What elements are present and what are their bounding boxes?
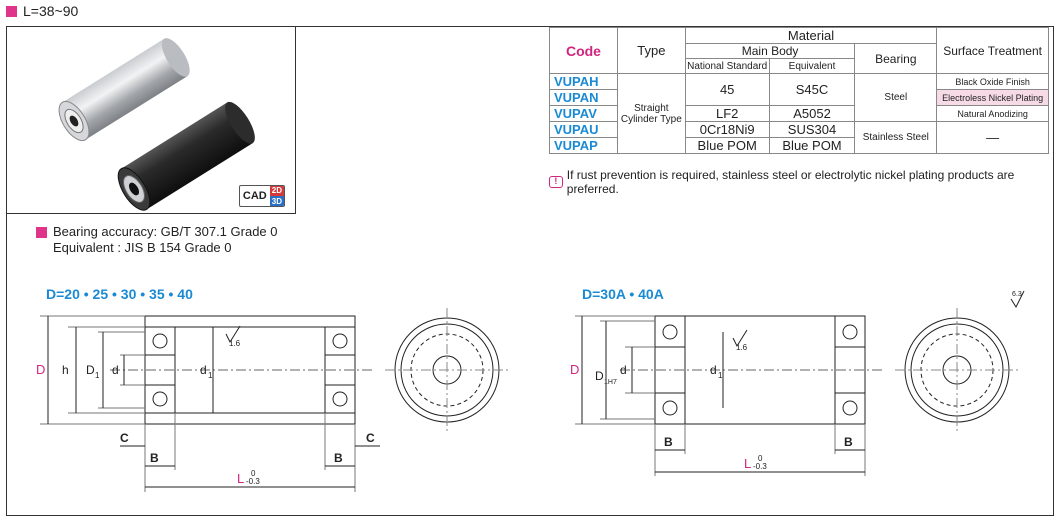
- dim-d1-label: d: [200, 363, 207, 377]
- rust-note-text: If rust prevention is required, stainles…: [566, 168, 1015, 196]
- type-header: Type: [616, 27, 686, 74]
- dim-D-label: D: [36, 362, 45, 377]
- dim-D-label: D: [570, 362, 579, 377]
- dim-L-label: L: [237, 471, 244, 486]
- bearing-ball-icon: [152, 391, 168, 407]
- dim-D1-sub: 1H7: [604, 379, 617, 386]
- product-photo: CAD 2D 3D: [6, 26, 296, 214]
- dim-D1-label: D: [86, 363, 95, 377]
- cad-badge[interactable]: CAD 2D 3D: [238, 185, 285, 207]
- cad-label: CAD: [242, 190, 267, 202]
- tol-upper: 0: [758, 454, 763, 463]
- rust-prevention-note: ! If rust prevention is required, stainl…: [549, 168, 1060, 196]
- bearing-cell: Stainless Steel: [854, 121, 938, 154]
- dim-C-left-label: C: [120, 431, 129, 445]
- dim-B-right-label: B: [844, 435, 853, 449]
- bearing-accuracy-note: Bearing accuracy: GB/T 307.1 Grade 0 Equ…: [36, 224, 278, 256]
- left-technical-drawing: D h D 1 d d 1 1.6 C C B B L 0 -0.3: [36, 308, 509, 492]
- warning-icon: !: [549, 176, 563, 188]
- right-drawing-title: D=30A • 40A: [582, 286, 664, 302]
- surface-roughness-label: 6.3: [1012, 291, 1022, 298]
- dim-C-right-label: C: [366, 431, 375, 445]
- roughness-label: 1.6: [229, 339, 241, 348]
- code-cell[interactable]: VUPAH: [549, 73, 618, 90]
- tol-lower: -0.3: [753, 462, 767, 471]
- material-header: Material: [684, 27, 938, 44]
- bearing-ball-icon: [842, 324, 858, 340]
- bearing-accuracy-line2: Equivalent : JIS B 154 Grade 0: [53, 240, 232, 255]
- cad-2d-label: 2D: [269, 186, 284, 196]
- right-technical-drawing: D D 1H7 d d 1 1.6 6.3 B B L 0 -0.3: [570, 290, 1025, 476]
- equivalent-cell: SUS304: [768, 121, 856, 138]
- dim-d1-label: d: [710, 363, 717, 377]
- bearing-ball-icon: [662, 324, 678, 340]
- bearing-ball-icon: [152, 333, 168, 349]
- code-header: Code: [549, 27, 618, 74]
- bearing-ball-icon: [332, 391, 348, 407]
- dim-B-left-label: B: [664, 435, 673, 449]
- code-cell[interactable]: VUPAU: [549, 121, 618, 138]
- surface-header: Surface Treatment: [936, 27, 1049, 74]
- dim-B-right-label: B: [334, 451, 343, 465]
- equivalent-cell: Blue POM: [768, 137, 856, 154]
- material-spec-table: Code Type Material Surface Treatment Mai…: [549, 27, 1049, 154]
- type-line1: Straight: [634, 102, 669, 114]
- length-range-label: L=38~90: [6, 3, 78, 19]
- type-cell: Straight Cylinder Type: [616, 73, 686, 154]
- surface-roughness-icon: [1010, 290, 1025, 309]
- bearing-ball-icon: [662, 400, 678, 416]
- content-frame: [6, 26, 1054, 516]
- bearing-accuracy-line1: Bearing accuracy: GB/T 307.1 Grade 0: [53, 224, 278, 239]
- note-marker-icon: [36, 226, 47, 238]
- bearing-ball-icon: [842, 400, 858, 416]
- right-body-outline: [654, 315, 866, 425]
- surface-cell: —: [936, 121, 1049, 154]
- tol-lower: -0.3: [246, 477, 260, 486]
- dim-D1-sub: 1: [95, 371, 100, 380]
- product-render-image: [58, 38, 255, 211]
- dim-d-label: d: [112, 363, 119, 377]
- type-line2: Cylinder Type: [620, 113, 682, 125]
- roughness-label: 1.6: [736, 343, 748, 352]
- tol-upper: 0: [251, 469, 256, 478]
- bearing-ball-icon: [332, 333, 348, 349]
- left-drawing-title: D=20 • 25 • 30 • 35 • 40: [46, 286, 193, 302]
- code-cell[interactable]: VUPAP: [549, 137, 618, 154]
- dim-h-label: h: [62, 363, 69, 377]
- dim-d1-sub: 1: [208, 371, 213, 380]
- bearing-header: Bearing: [854, 43, 938, 74]
- national-cell: Blue POM: [684, 137, 770, 154]
- dim-d1-sub: 1: [718, 371, 723, 380]
- surface-cell: Electroless Nickel Plating: [936, 89, 1049, 106]
- dim-L-label: L: [744, 456, 751, 471]
- dim-B-left-label: B: [150, 451, 159, 465]
- length-range-text: L=38~90: [23, 3, 79, 19]
- dim-D1-label: D: [595, 369, 604, 383]
- dim-d-label: d: [620, 363, 627, 377]
- cad-3d-label: 3D: [269, 196, 284, 206]
- equivalent-cell: S45C: [768, 73, 856, 106]
- section-marker-icon: [6, 5, 17, 17]
- bearing-cell: Steel: [854, 73, 938, 122]
